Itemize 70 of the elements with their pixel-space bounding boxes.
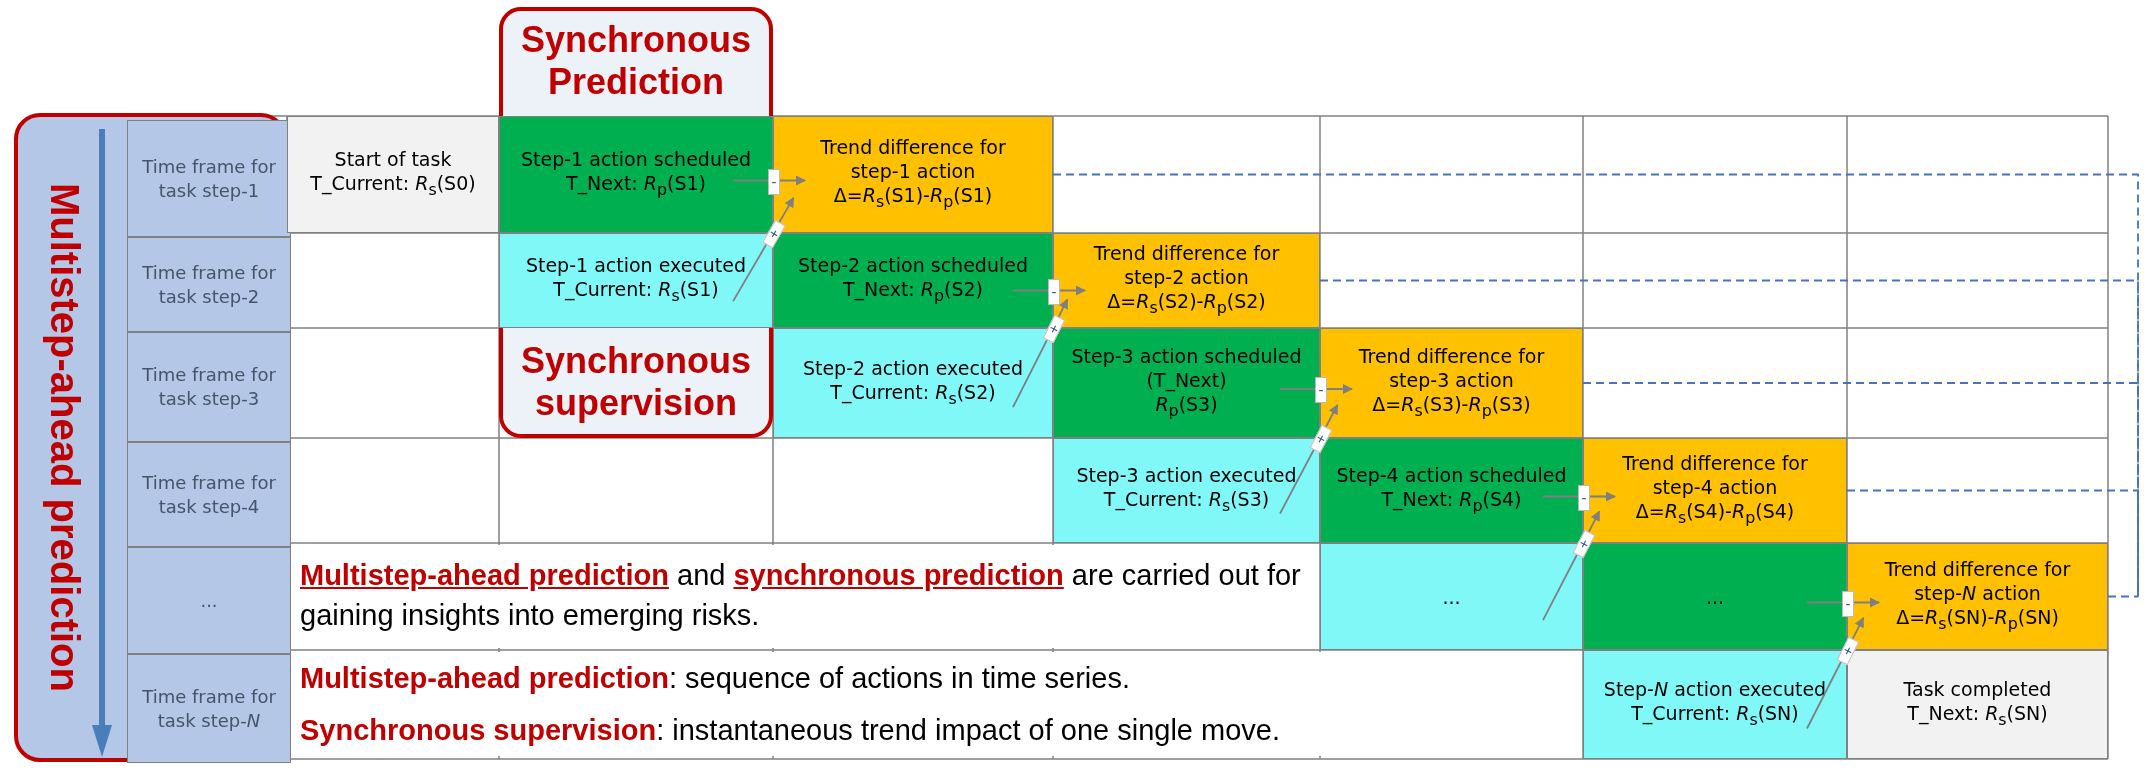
arrow (1012, 285, 1086, 296)
cell-text: T_Next: R$_{p}$(S2) (842, 277, 984, 307)
edge-label: - (768, 168, 780, 195)
table-cell (287, 116, 499, 233)
cell-text: Task completed (1903, 677, 2052, 702)
cell-text: T_Current: R$_{s}$(S1) (553, 277, 719, 307)
cell-text: Step-1 action scheduled (521, 147, 751, 172)
cell-text: Start of task (334, 147, 452, 172)
arrow (1806, 617, 1865, 730)
cell-text: Step-1 action executed (525, 253, 747, 278)
cell-text: Time frame for task step-1 (141, 154, 277, 203)
group-box (499, 7, 773, 233)
cell-text: T_Current: R$_{s}$(S3) (1103, 487, 1270, 517)
row-header-cell (127, 332, 291, 442)
edge-label: - (1578, 484, 1590, 511)
arrow (1542, 491, 1616, 502)
arrow (1806, 597, 1880, 608)
cell-text: Step-2 action scheduled (798, 253, 1028, 278)
cell-text: ... (1705, 584, 1725, 609)
row-header-cell (127, 442, 291, 547)
cell-text: R$_{p}$(S3) (1155, 392, 1218, 422)
cell-text: Δ=R$_{s}$(S3)-R$_{p}$(S3) (1372, 391, 1531, 422)
arrow (732, 197, 795, 303)
group-box (499, 233, 773, 438)
table-cell (499, 116, 773, 233)
arrow (1012, 298, 1069, 409)
group-heading: Synchronous supervision (520, 340, 752, 424)
row-header-cell (127, 654, 291, 763)
arrow (732, 175, 806, 186)
row-header-cell (127, 237, 291, 332)
arrow (1542, 510, 1601, 621)
cell-text: Δ=R$_{s}$(S2)-R$_{p}$(S2) (1107, 289, 1266, 319)
cell-text: Step-2 action executed (802, 355, 1024, 380)
cell-text: Trend difference for step-2 action (1092, 241, 1281, 290)
edge-label: - (1842, 590, 1854, 617)
row-header-cell (127, 547, 291, 654)
cell-text: Step-3 action executed (1076, 463, 1297, 488)
cell-text: Time frame for task step-4 (141, 470, 277, 519)
cell-text: Δ=R$_{s}$(SN)-R$_{p}$(SN) (1896, 605, 2059, 635)
edge-label: - (1048, 278, 1060, 305)
cell-text: Trend difference for step-1 action (819, 135, 1007, 184)
cell-text: Trend difference for step-3 action (1357, 343, 1546, 392)
cell-text: T_Current: R$_{s}$(SN) (1631, 701, 1799, 731)
cell-text: T_Next: R$_{p}$(S1) (565, 171, 707, 201)
cell-text: T_Next: R$_{s}$(SN) (1907, 701, 2048, 731)
dashed-line (2107, 595, 2139, 598)
edge-label: - (1315, 377, 1327, 403)
cell-text: Trend difference for step-N action (1883, 557, 2072, 606)
cell-text: ... (1442, 584, 1461, 609)
cell-text: (T_Next) (1146, 367, 1227, 392)
row-header-cell (127, 120, 291, 237)
cell-text: Δ=R$_{s}$(S1)-R$_{p}$(S1) (833, 183, 993, 213)
dashed-line (1846, 489, 2139, 598)
cell-text: Step-4 action scheduled (1336, 463, 1567, 488)
cell-text: Δ=R$_{s}$(S4)-R$_{p}$(S4) (1635, 499, 1795, 529)
cell-text: ... (200, 588, 218, 613)
arrow (1279, 384, 1353, 394)
cell-text: Time frame for task step-3 (141, 363, 277, 411)
cell-text: Step-N action executed (1603, 677, 1827, 702)
cell-text: T_Current: R$_{s}$(S0) (310, 171, 476, 201)
cell-text: T_Next: R$_{p}$(S4) (1381, 487, 1522, 517)
group-heading: Synchronous Prediction (520, 19, 752, 103)
cell-text: Time frame for task step-N (141, 684, 277, 733)
band-title: Multistep-ahead prediction (42, 182, 88, 694)
cell-text: Step-3 action scheduled (1071, 343, 1302, 368)
cell-text: T_Current: R$_{s}$(S2) (830, 379, 996, 410)
arrow (1279, 404, 1339, 515)
cell-text: Trend difference for step-4 action (1621, 451, 1809, 500)
cell-text: Time frame for task step-2 (141, 260, 277, 309)
table-cell (499, 233, 773, 328)
